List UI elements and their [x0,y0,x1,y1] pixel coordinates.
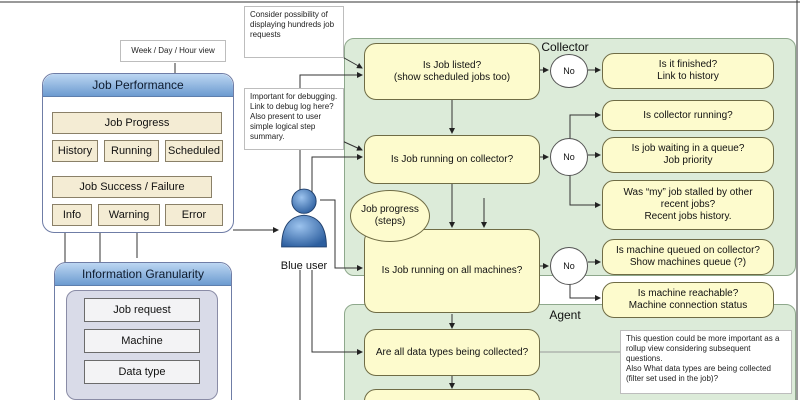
is-job-listed-node[interactable]: Is Job listed? (show scheduled jobs too) [364,43,540,100]
scheduled-box[interactable]: Scheduled [165,140,223,162]
agent-title: Agent [549,308,581,322]
granularity-item-machine[interactable]: Machine [84,329,200,353]
is-job-running-all-node[interactable]: Is Job running on all machines? [364,229,540,313]
debug-note: Important for debugging. Link to debug l… [244,88,344,150]
job-progress-box[interactable]: Job Progress [52,112,222,134]
collector-title: Collector [541,40,589,54]
history-box[interactable]: History [52,140,98,162]
blue-user-icon [281,188,327,248]
error-box[interactable]: Error [165,204,223,226]
rollup-note-line1: This question could be more important as… [626,334,780,363]
job-progress-node[interactable]: Job progress (steps) [350,190,430,242]
is-machine-queued-node[interactable]: Is machine queued on collector? Show mac… [602,239,774,275]
was-job-stalled-node[interactable]: Was “my” job stalled by other recent job… [602,180,774,230]
rollup-note: This question could be more important as… [620,330,792,394]
no-circle-1: No [550,54,588,88]
granularity-item-data-type[interactable]: Data type [84,360,200,384]
rollup-note-line2: Also What data types are being collected… [626,364,771,383]
information-granularity-title: Information Granularity [55,263,231,286]
is-machine-reachable-node[interactable]: Is machine reachable? Machine connection… [602,282,774,318]
job-success-failure-box[interactable]: Job Success / Failure [52,176,212,198]
running-box[interactable]: Running [104,140,159,162]
blue-user-label: Blue user [280,260,328,272]
job-performance-title: Job Performance [43,74,233,97]
is-job-running-node[interactable]: Is Job running on collector? [364,135,540,184]
view-note: Week / Day / Hour view [120,40,226,62]
no-circle-2: No [550,138,588,176]
is-collector-running-node[interactable]: Is collector running? [602,100,774,131]
info-box[interactable]: Info [52,204,92,226]
jobs-note: Consider possibility of displaying hundr… [244,6,344,58]
warning-box[interactable]: Warning [98,204,160,226]
granularity-item-job-request[interactable]: Job request [84,298,200,322]
is-finished-node[interactable]: Is it finished? Link to history [602,53,774,89]
all-data-types-node[interactable]: Are all data types being collected? [364,329,540,376]
no-circle-3: No [550,247,588,285]
is-job-waiting-node[interactable]: Is job waiting in a queue? Job priority [602,137,774,173]
next-agent-node[interactable] [364,389,540,400]
